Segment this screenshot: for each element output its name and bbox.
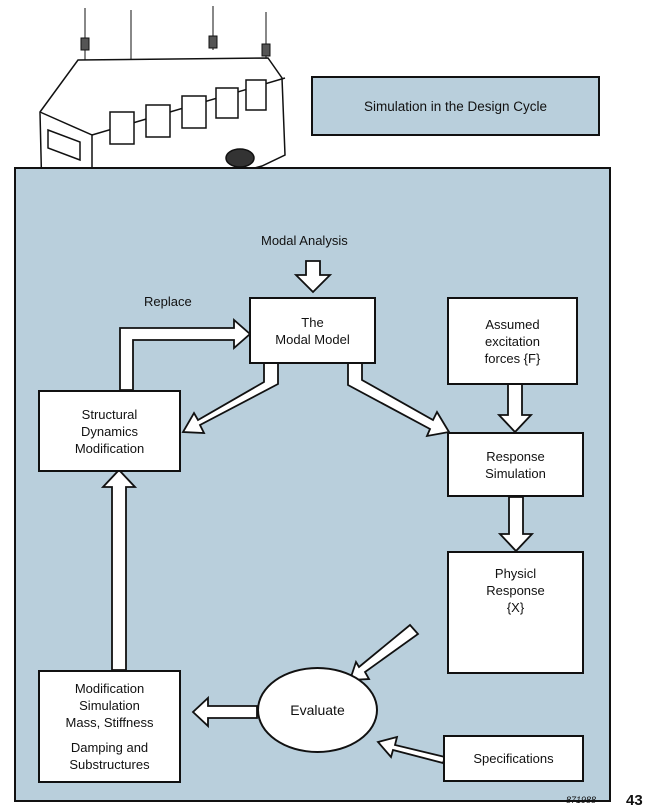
modal-model-line-1: The [301,314,324,330]
replace-label: Replace [144,294,192,309]
arrow-evaluate-to-modsim [191,695,258,729]
modal-model-box: The Modal Model [249,297,376,364]
diagram-title: Simulation in the Design Cycle [311,76,600,136]
physical-response-line-2: Response [486,583,545,598]
modification-simulation-box: Modification Simulation Mass, Stiffness … [38,670,181,783]
arrow-physical-to-evaluate [348,623,420,681]
figure-id: 871988 [566,795,597,805]
response-sim-line-1: Response [486,448,545,464]
arrow-forces-to-response [496,382,534,434]
mod-sim-line-2: Simulation [79,698,140,713]
structural-dynamics-box: Structural Dynamics Modification [38,390,181,472]
arrow-model-to-response [347,362,451,438]
structural-line-1: Structural [81,406,138,422]
mod-sim-line-5: Substructures [69,757,150,772]
physical-response-line-3: {X} [506,600,525,615]
modal-model-line-2: Modal Model [275,331,350,347]
structural-line-3: Modification [74,440,145,456]
mod-sim-line-4: Damping and [70,740,149,755]
modal-analysis-label: Modal Analysis [261,233,348,248]
mod-sim-line-3: Mass, Stiffness [65,715,154,730]
physical-response-line-1: Physicl [494,566,537,581]
arrow-response-to-physical [497,496,535,553]
assumed-forces-line-2: excitation [485,333,540,349]
evaluate-node: Evaluate [257,667,378,753]
page-number: 43 [626,792,643,809]
physical-response-box: Physicl Response {X} [447,551,584,674]
assumed-forces-line-1: Assumed [485,316,540,332]
arrow-modsim-to-structural [100,468,138,671]
specifications-label: Specifications [473,751,554,766]
arrow-replace-loop [119,318,252,391]
arrow-model-to-structural [181,362,279,434]
assumed-forces-line-3: forces {F} [484,350,541,366]
mod-sim-line-1: Modification [74,681,145,696]
specifications-box: Specifications [443,735,584,782]
response-simulation-box: Response Simulation [447,432,584,497]
assumed-forces-box: Assumed excitation forces {F} [447,297,578,385]
arrow-specs-to-evaluate [376,735,447,765]
arrow-modal-analysis [293,260,333,294]
response-sim-line-2: Simulation [485,465,546,481]
structural-line-2: Dynamics [80,423,139,439]
